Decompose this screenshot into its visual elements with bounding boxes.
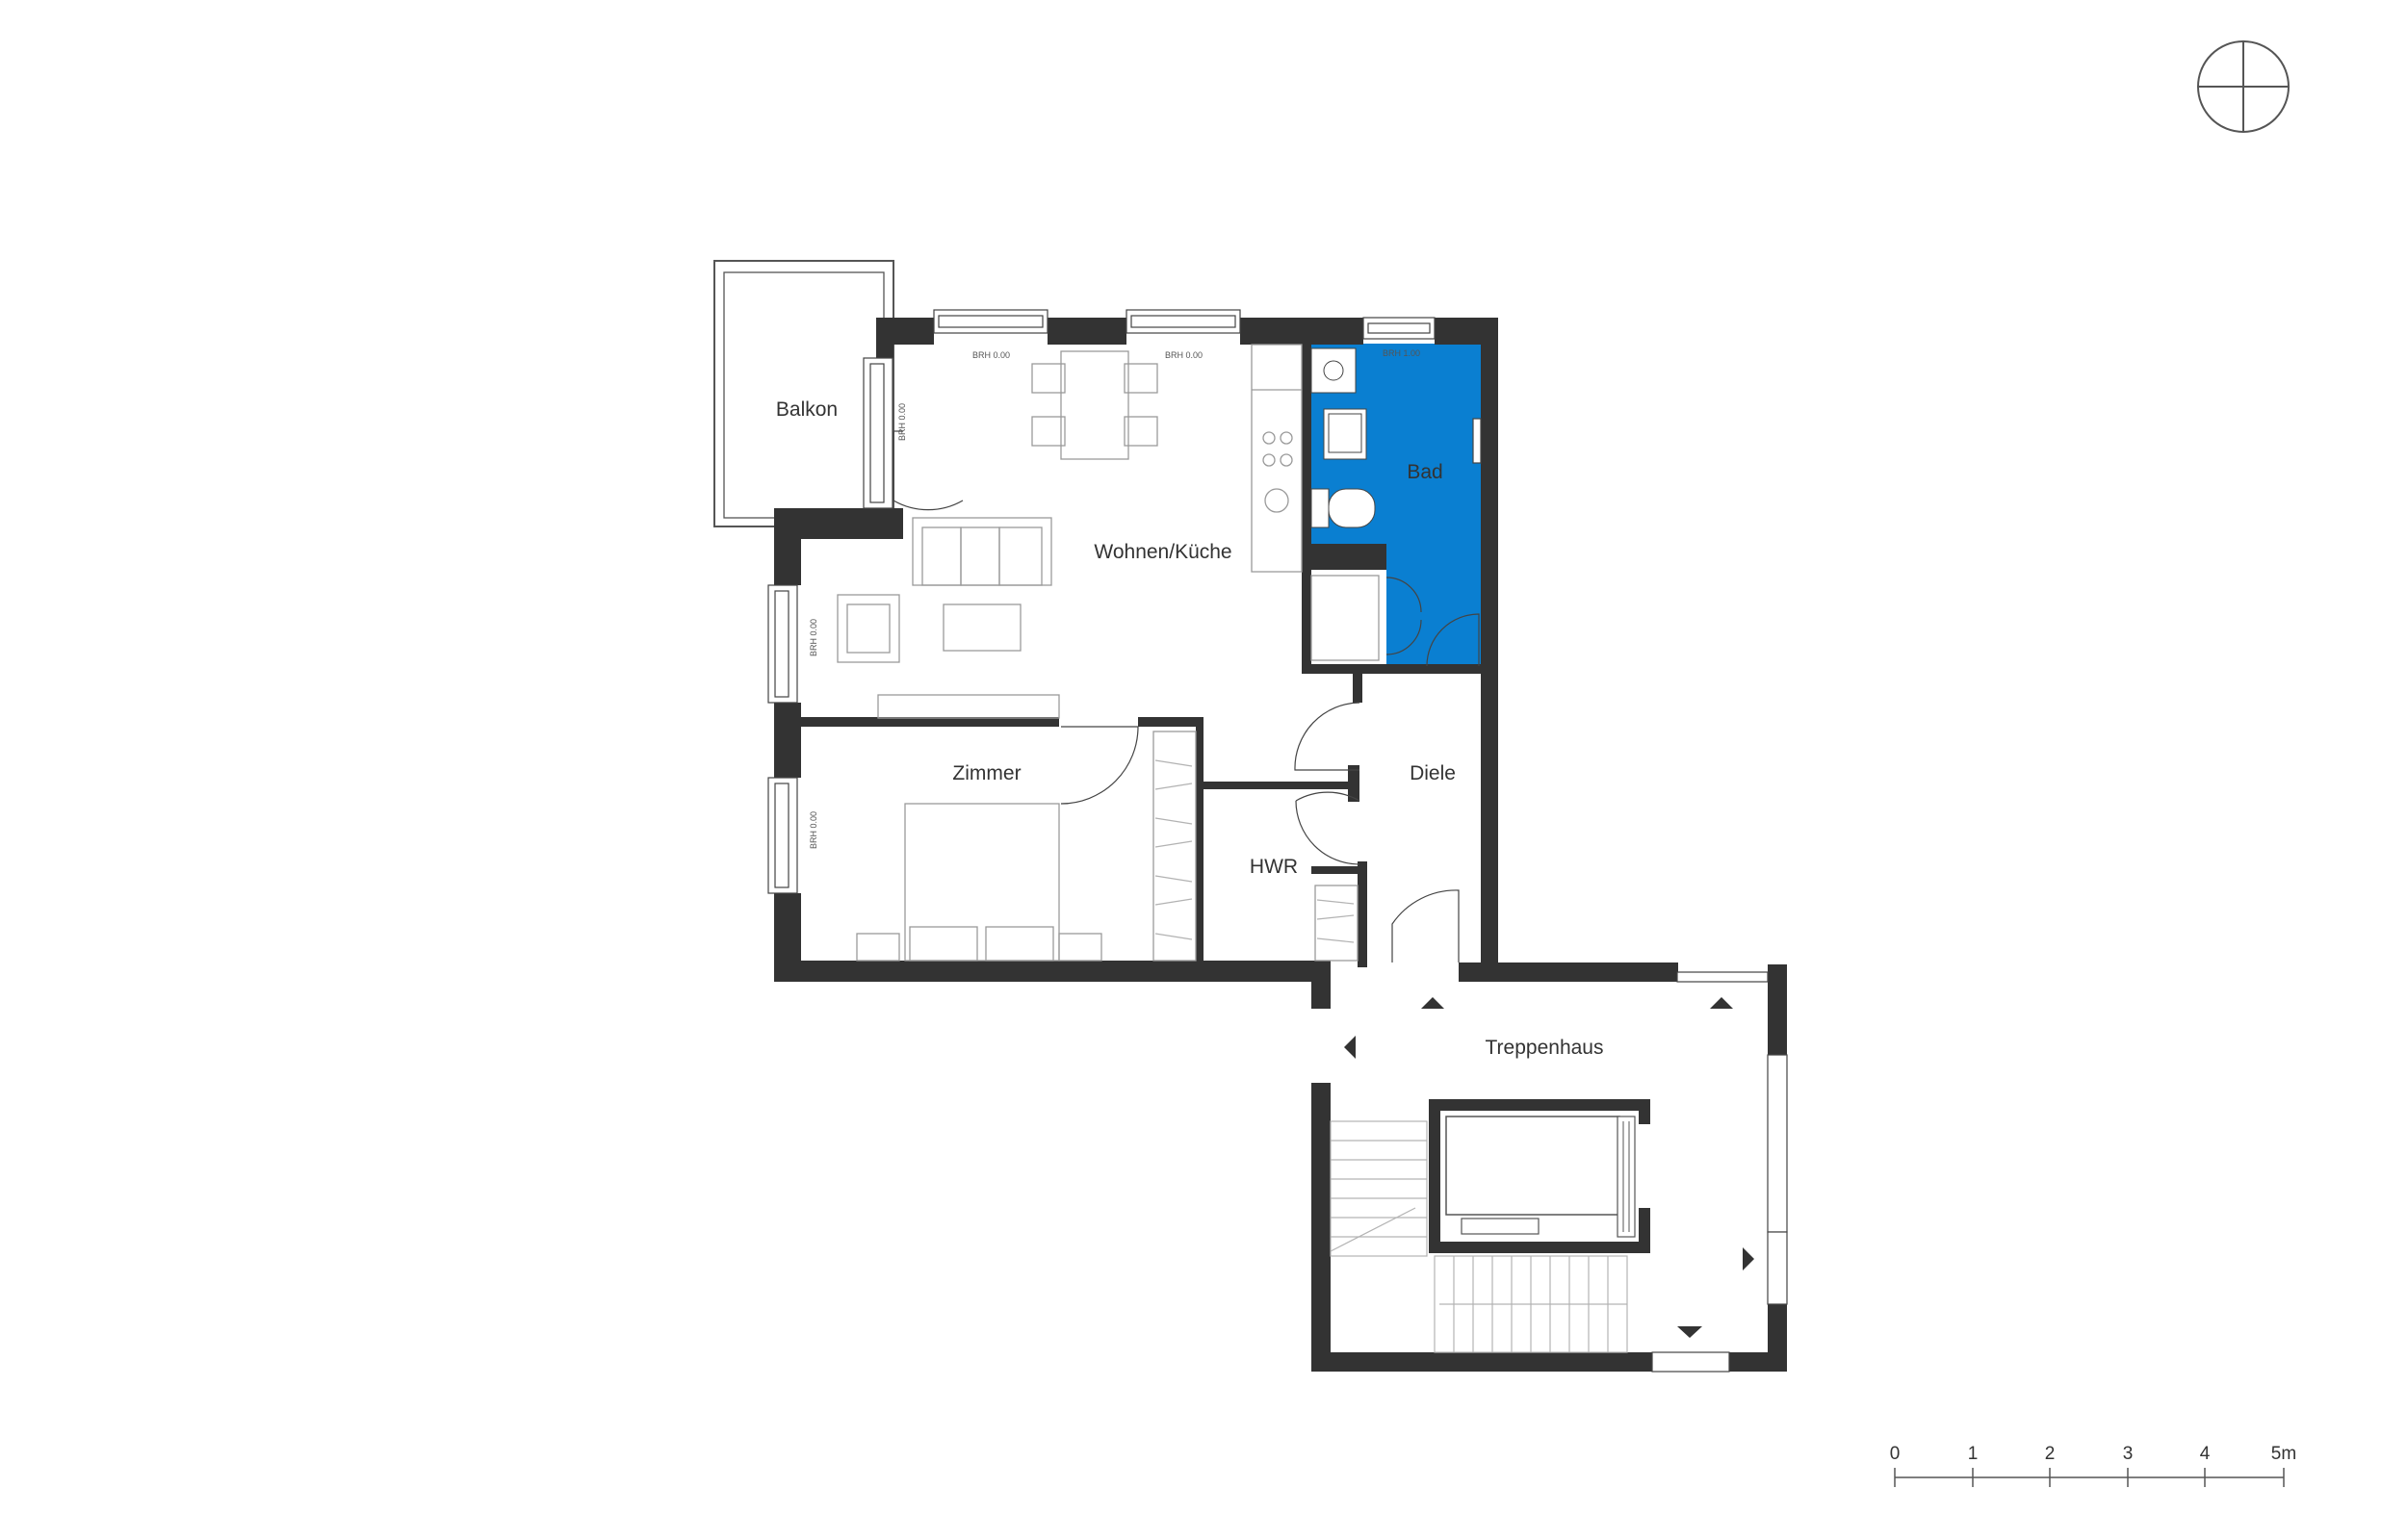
armchair [837, 594, 900, 663]
brh-north-left: BRH 0.00 [972, 350, 1010, 360]
stair-direction-markers [1344, 997, 1754, 1338]
room-label-bad: Bad [1407, 461, 1442, 483]
room-label-diele: Diele [1410, 762, 1456, 784]
scale-label-2: 2 [2045, 1444, 2056, 1464]
brh-west-living: BRH 0.00 [809, 619, 818, 656]
scale-bar: 0 1 2 3 4 5m [1890, 1444, 2296, 1487]
room-label-wohnen: Wohnen/Küche [1094, 541, 1231, 563]
scale-label-5m: 5m [2271, 1444, 2296, 1464]
brh-west-zimmer: BRH 0.00 [809, 811, 818, 849]
window-marks: BRH 0.00 BRH 0.00 BRH 1.00 BRH 0.00 BRH … [809, 348, 1420, 849]
bath-fixtures [1310, 347, 1376, 528]
brh-north-right: BRH 0.00 [1165, 350, 1203, 360]
scale-label-4: 4 [2200, 1444, 2211, 1464]
elevator [1445, 1116, 1636, 1238]
brh-balkon-door: BRH 0.00 [897, 403, 907, 441]
kitchen-counter [1251, 344, 1303, 573]
walls [774, 318, 1787, 1372]
room-label-treppenhaus: Treppenhaus [1486, 1037, 1604, 1059]
armchair-seat [846, 603, 891, 654]
coffee-table [943, 603, 1022, 652]
closet [1310, 575, 1380, 661]
brh-north-bad: BRH 1.00 [1383, 348, 1420, 358]
north-arrow-icon [2197, 40, 2290, 133]
scale-label-0: 0 [1890, 1444, 1901, 1464]
nightstand-right [1058, 933, 1102, 962]
room-label-balkon: Balkon [776, 398, 838, 421]
staircase [1330, 1120, 1628, 1353]
windows [767, 309, 1788, 1373]
bed [904, 803, 1060, 962]
wardrobe [1152, 731, 1197, 962]
scale-label-3: 3 [2123, 1444, 2134, 1464]
dining-table [1031, 350, 1158, 460]
hwr-shelf [1314, 885, 1359, 962]
room-label-zimmer: Zimmer [952, 762, 1021, 784]
scale-label-1: 1 [1968, 1444, 1979, 1464]
nightstand-left [856, 933, 900, 962]
sofa [912, 517, 1052, 586]
doors [893, 430, 1480, 962]
room-label-hwr: HWR [1250, 856, 1298, 878]
sideboard [877, 694, 1060, 719]
